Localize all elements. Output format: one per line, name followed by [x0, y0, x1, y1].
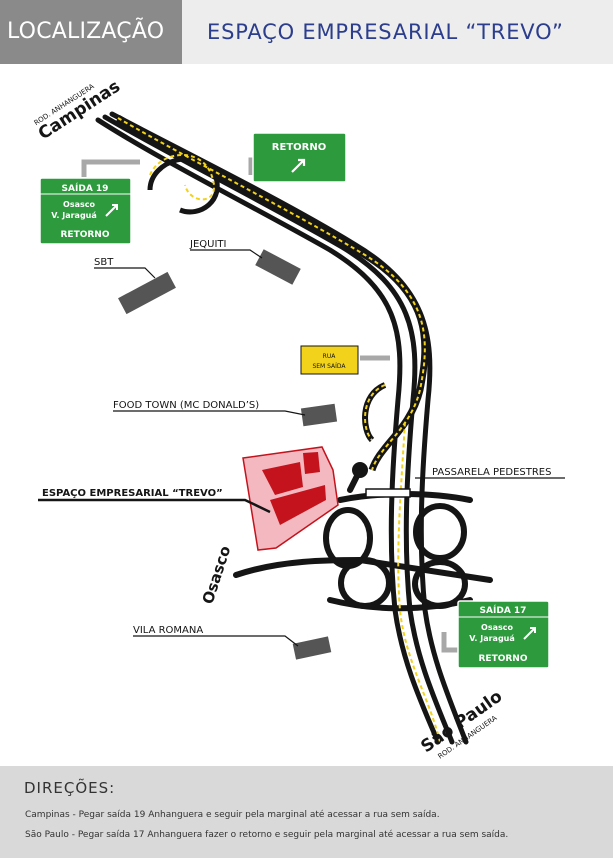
sign-saida-19-dest2: V. Jaraguá [51, 211, 97, 220]
directions-title: DIREÇÕES: [24, 779, 116, 797]
highway-anhanguera [95, 111, 469, 745]
sign-saida-19: SAÍDA 19 Osasco V. Jaraguá RETORNO [39, 177, 132, 245]
espaco-label: ESPAÇO EMPRESARIAL “TREVO” [42, 488, 223, 499]
vila-romana-block [292, 636, 332, 660]
espaco-empresarial-site [242, 446, 339, 551]
label-leaders [94, 249, 565, 647]
location-map: RETORNO SAÍDA 19 Osasco V. Jaraguá RETOR… [33, 77, 565, 761]
sign-saida-17-bottom: RETORNO [479, 654, 528, 664]
food-town-label: FOOD TOWN (MC DONALD’S) [113, 400, 259, 411]
osasco-label: Osasco [199, 544, 235, 607]
page-title: ESPAÇO EMPRESARIAL “TREVO” [207, 20, 564, 44]
location-tab: LOCALIZAÇÃO [0, 0, 182, 64]
directions-campinas: Campinas - Pegar saída 19 Anhanguera e s… [25, 810, 440, 820]
up-right-arrow-icon [105, 204, 118, 217]
sign-rua-line1: RUA [323, 353, 337, 360]
sign-saida-17-dest2: V. Jaraguá [469, 634, 515, 643]
page-header: LOCALIZAÇÃO ESPAÇO EMPRESARIAL “TREVO” [0, 0, 613, 64]
up-right-arrow-icon [291, 158, 306, 173]
sbt-block [118, 271, 176, 315]
sign-saida-17-title: SAÍDA 17 [480, 604, 527, 616]
road-label-campinas: ROD. ANHANGUERA Campinas [33, 77, 124, 145]
jequiti-label: JEQUITI [189, 239, 226, 250]
sign-saida-17: SAÍDA 17 Osasco V. Jaraguá RETORNO [457, 600, 550, 669]
sign-rua-sem-saida: RUA SEM SAÍDA [300, 345, 359, 375]
vila-romana-label: VILA ROMANA [133, 625, 203, 636]
directions-sao-paulo: São Paulo - Pegar saída 17 Anhanguera fa… [25, 830, 509, 840]
espaco-leader [38, 498, 271, 514]
jequiti-block [255, 249, 301, 285]
food-town-block [300, 403, 338, 427]
directions-panel: DIREÇÕES: Campinas - Pegar saída 19 Anha… [0, 766, 613, 858]
sign-saida-17-dest1: Osasco [481, 623, 513, 632]
sign-rua-line2: SEM SAÍDA [312, 363, 346, 370]
location-tab-label: LOCALIZAÇÃO [7, 19, 165, 44]
passarela-label: PASSARELA PEDESTRES [432, 467, 551, 478]
landmark-blocks [118, 249, 338, 660]
up-right-arrow-icon [523, 627, 536, 640]
pedestrian-walkway [365, 488, 411, 498]
sign-retorno-top: RETORNO [252, 132, 347, 183]
sign-retorno-top-title: RETORNO [272, 142, 326, 153]
sign-saida-19-dest1: Osasco [63, 200, 95, 209]
sign-saida-19-title: SAÍDA 19 [62, 182, 109, 194]
sign-saida-19-bottom: RETORNO [61, 230, 110, 240]
marginal-route [116, 114, 441, 743]
sbt-label: SBT [94, 257, 114, 268]
